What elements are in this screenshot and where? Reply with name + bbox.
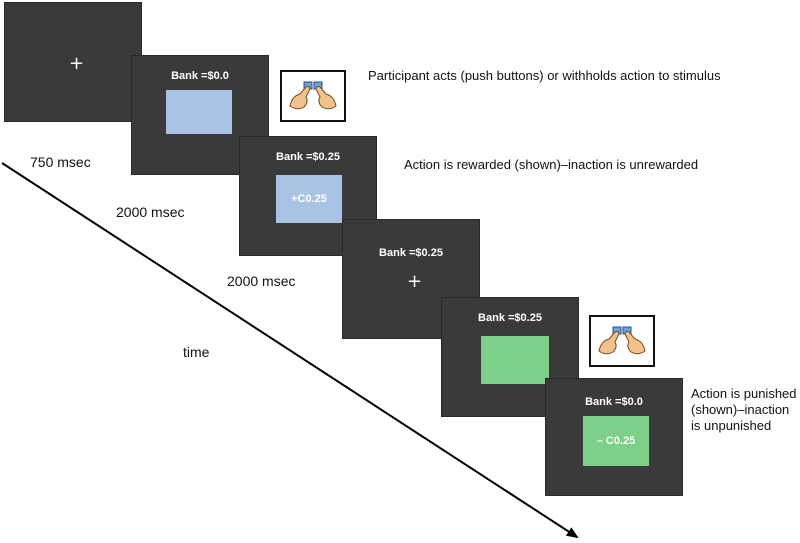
fixation-cross: +	[69, 53, 85, 74]
act-annotation: Participant acts (push buttons) or withh…	[368, 68, 721, 83]
fixation-cross: +	[407, 271, 423, 292]
timing-label: 2000 msec	[116, 204, 185, 220]
time-axis-label: time	[183, 344, 210, 360]
reward-annotation: Action is rewarded (shown)–inaction is u…	[404, 157, 699, 172]
hands-pushing-buttons-icon	[280, 70, 346, 122]
bank-balance: Bank =$0.0	[585, 396, 643, 408]
timing-label: 750 msec	[30, 154, 91, 170]
blue-stimulus	[166, 90, 232, 134]
bank-balance: Bank =$0.0	[171, 70, 229, 82]
bank-balance: Bank =$0.25	[379, 247, 443, 259]
green-stimulus	[481, 336, 549, 384]
hands-pushing-buttons-icon	[589, 315, 655, 367]
reward-feedback-screen: Bank =$0.25 +C0.25	[239, 136, 377, 256]
green-cue-screen: Bank =$0.25	[441, 297, 579, 417]
punish-feedback-screen: Bank =$0.0 – C0.25	[545, 378, 683, 496]
bank-balance: Bank =$0.25	[478, 312, 542, 324]
punish-stimulus: – C0.25	[583, 416, 649, 466]
punish-annotation: Action is punished (shown)–inaction is u…	[691, 386, 797, 433]
timing-label: 2000 msec	[227, 273, 296, 289]
fixation-screen: +	[4, 2, 142, 122]
bank-balance: Bank =$0.25	[276, 151, 340, 163]
reward-stimulus: +C0.25	[276, 175, 342, 223]
